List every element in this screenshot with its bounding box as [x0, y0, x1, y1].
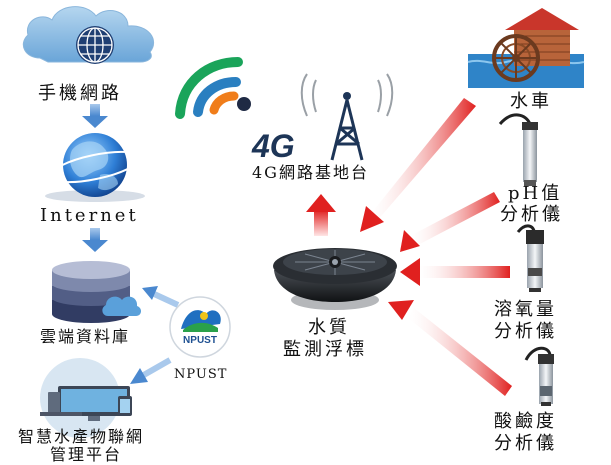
npust-logo-text: NPUST	[183, 335, 217, 346]
4g-logo-text: 4G	[251, 128, 295, 164]
salinity-analyzer-label-line2: 分析儀	[494, 433, 557, 454]
waterwheel-label: 水車	[510, 91, 552, 112]
waterwheel-icon	[467, 8, 585, 88]
arrow-salinity-to-buoy	[388, 300, 512, 396]
iot-platform-label-line2: 管理平台	[50, 445, 123, 464]
do-probe-icon	[516, 224, 544, 292]
do-analyzer-label-line1: 溶氧量	[494, 299, 557, 320]
arrow-ph-to-buoy	[400, 192, 500, 252]
ph-probe-icon	[498, 113, 538, 186]
cloud-database-label: 雲端資料庫	[40, 327, 131, 346]
arrow-buoy-to-base-station	[306, 194, 336, 236]
mobile-network-label: 手機網路	[38, 83, 122, 104]
iot-platform-devices-icon	[40, 358, 132, 438]
arrow-npust-to-platform	[130, 357, 172, 384]
arrow-npust-to-cloud	[142, 286, 180, 308]
do-analyzer-label-line2: 分析儀	[494, 321, 557, 342]
buoy-label-line2: 監測浮標	[283, 339, 367, 360]
4g-tower-icon: 4G	[251, 73, 394, 164]
arrow-mobile-to-internet	[82, 104, 108, 128]
salinity-probe-icon	[524, 346, 554, 406]
mobile-network-cloud-icon	[22, 6, 155, 64]
arrow-do-to-buoy	[400, 258, 510, 286]
buoy-label-line1: 水質	[308, 317, 350, 338]
wifi-signal-icon	[175, 57, 251, 119]
iot-platform-label-line1: 智慧水產物聯網	[18, 427, 145, 446]
ph-analyzer-label-line2: 分析儀	[500, 204, 563, 225]
base-station-label: 4G網路基地台	[252, 163, 369, 182]
buoy-icon	[273, 248, 397, 310]
npust-logo-icon: NPUST	[169, 296, 231, 358]
cloud-database-icon	[52, 261, 142, 323]
npust-label: NPUST	[174, 367, 228, 382]
internet-label: Internet	[40, 205, 139, 226]
arrow-internet-to-cloud	[82, 228, 108, 252]
internet-globe-icon	[45, 133, 145, 202]
ph-analyzer-label-line1: pH值	[508, 183, 563, 204]
salinity-analyzer-label-line1: 酸鹼度	[494, 411, 557, 432]
arrow-waterwheel-to-buoy	[360, 98, 476, 232]
